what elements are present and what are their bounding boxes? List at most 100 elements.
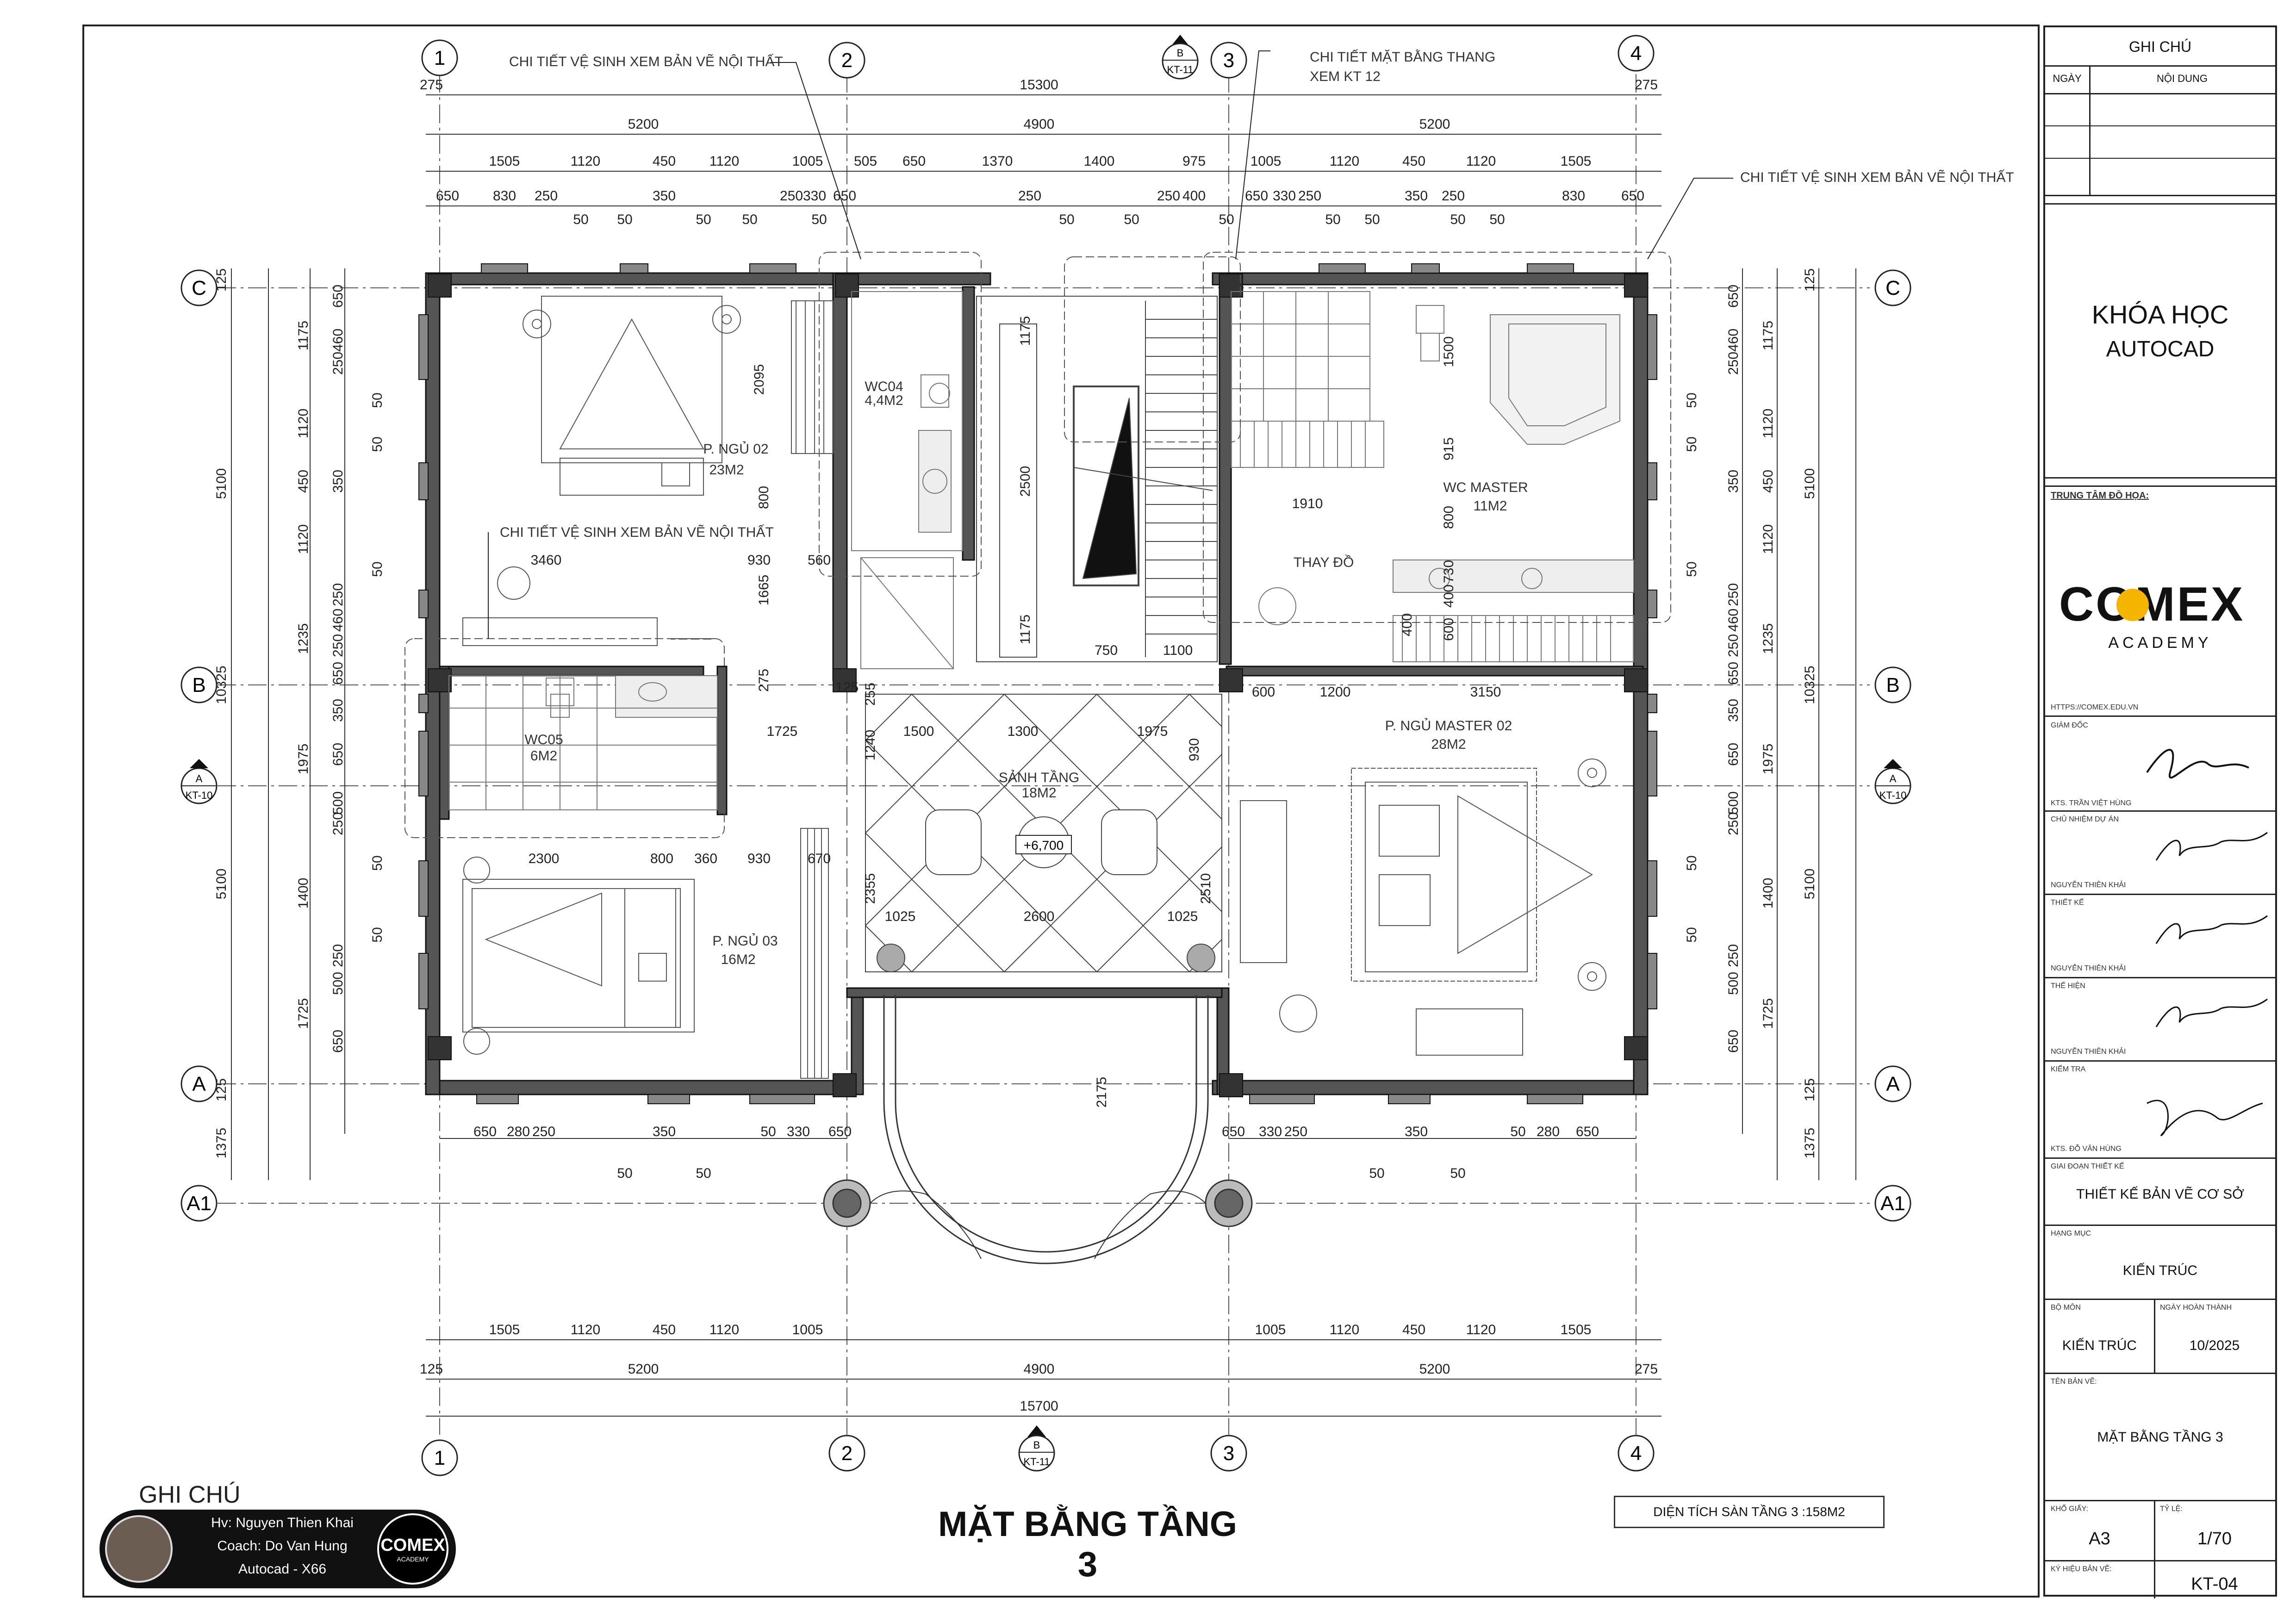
dimension-label: 50 [811,212,827,227]
axis-bubbles: 1 2 3 4 1 2 3 4 C B A A1 C B A A1 [180,35,1911,1476]
svg-text:2: 2 [841,1442,852,1465]
dimension-label: 1500 [1441,336,1456,367]
dimension-label: 505 [854,154,877,169]
dimension-label: 1005 [1251,154,1282,169]
dimension-label: 2500 [1018,466,1033,497]
dimension-label: 650 [1245,188,1268,204]
wc-master-fixtures [1231,291,1634,662]
svg-text:3: 3 [1223,1442,1234,1465]
dimension-label: 1665 [756,575,772,606]
stair [976,296,1218,662]
dimension-label: 915 [1441,437,1456,460]
dimension-label: 3150 [1470,684,1501,700]
svg-text:4: 4 [1630,42,1642,65]
dimension-label: 830 [1562,188,1585,204]
svg-text:2: 2 [841,49,852,72]
axis-bubble-2-bottom: 2 [828,1435,865,1472]
svg-text:KT-11: KT-11 [1023,1456,1050,1468]
svg-text:4: 4 [1630,1442,1642,1465]
dimension-label: 250 [1157,188,1180,204]
svg-text:WC04: WC04 [865,379,903,394]
dimension-label: 1100 [1163,643,1193,658]
dimension-label: 50 [573,212,588,227]
dimension-label: 930 [747,851,771,866]
student-card: Hv: Nguyen Thien Khai Coach: Do Van Hung… [100,1510,456,1588]
dimension-label: 500 [1726,972,1741,995]
dimension-label: 650 [902,154,926,169]
svg-text:125: 125 [420,1362,443,1377]
dimension-label: 930 [1187,738,1202,761]
check-section: KIỂM TRA KTS. ĐỖ VĂN HÙNG [2045,1062,2275,1159]
axis-bubble-1-bottom: 1 [421,1439,458,1476]
director-section: GIÁM ĐỐC KTS. TRẦN VIỆT HÙNG [2045,717,2275,812]
bed-room03 [462,828,829,1079]
comex-logo-small: COMEX ACADEMY [377,1513,448,1585]
avatar [105,1515,173,1583]
area-note: DIỆN TÍCH SÀN TẦNG 3 :158M2 [1614,1496,1885,1528]
svg-text:KT-11: KT-11 [1167,64,1193,75]
dims-top: 15300 275 275 5200 4900 5200 [420,77,1658,132]
svg-text:16M2: 16M2 [721,952,755,967]
date-label: NGÀY HOÀN THÀNH [2160,1304,2232,1312]
svg-text:B: B [1177,47,1184,59]
dimension-label: 10325 [1802,665,1817,704]
item-value: KIẾN TRÚC [2122,1263,2198,1278]
dimension-label: 250 [330,944,346,967]
notes-title: GHI CHÚ [2128,38,2192,55]
dimension-label: 50 [696,1166,711,1181]
dimension-label: 50 [742,212,757,227]
card-logo-text: COMEX [380,1536,445,1555]
dimension-label: 1025 [885,909,916,924]
bed-master [1240,759,1606,1056]
dimension-label: 50 [370,392,385,408]
section-mark-left: A KT-10 [180,759,218,804]
dimension-label: 250 [1726,944,1741,967]
dimension-label: 1175 [296,321,311,351]
dimension-label: 1120 [1761,409,1776,439]
check-label: KIỂM TRA [2051,1065,2086,1073]
dimension-label: 250 [532,1124,555,1139]
size-scale-section: KHỔ GIẤY: A3 TỶ LỆ: 1/70 [2045,1501,2275,1561]
dept-label: BỘ MÔN [2051,1304,2081,1312]
callouts: CHI TIẾT VỆ SINH XEM BẢN VẼ NỘI THẤT CHI… [500,49,2014,540]
dimension-label: 2300 [529,851,560,866]
dimension-label: 670 [808,851,831,866]
svg-text:CHI TIẾT MẶT BẰNG THANG: CHI TIẾT MẶT BẰNG THANG [1310,49,1495,65]
dimension-label: 650 [436,188,459,204]
axis-bubble-c-left: C [180,269,218,306]
dimension-label: 650 [1621,188,1644,204]
svg-text:P. NGỦ 03: P. NGỦ 03 [712,933,778,949]
comex-logo-sub: ACADEMY [2108,634,2212,652]
svg-text:THAY ĐỒ: THAY ĐỒ [1294,554,1354,570]
dimension-label: 250 [1284,1124,1307,1139]
pm-signature-icon [2155,832,2268,861]
dimension-label: 1235 [296,623,311,654]
notes-section: GHI CHÚ NGÀY NỘI DUNG [2045,27,2275,196]
svg-text:WC05: WC05 [524,732,563,747]
check-name: KTS. ĐỖ VĂN HÙNG [2051,1145,2122,1153]
axis-bubble-2-top: 2 [828,42,865,79]
dimension-label: 1120 [571,154,601,169]
level-mark: +6,700 [1015,835,1072,854]
dimension-label: 1120 [571,1322,601,1337]
dimension-label: 1120 [1761,524,1776,554]
dimension-label: 650 [330,1030,346,1053]
draft-signature-icon [2155,998,2268,1027]
dimension-label: 50 [1450,212,1465,227]
svg-text:275: 275 [1635,1362,1658,1377]
dimension-label: 1120 [296,409,311,439]
dimension-label: 650 [833,188,856,204]
design-signature-icon [2155,915,2268,944]
sheetname-value: MẶT BẰNG TẦNG 3 [2097,1430,2223,1445]
dimension-label: 1975 [1761,744,1776,775]
dimension-label: 1375 [214,1128,229,1159]
dimension-label: 1400 [296,878,311,909]
dimension-label: 2510 [1198,873,1213,904]
design-section: THIẾT KẾ NGUYỄN THIÊN KHẢI [2045,895,2275,978]
dimension-label: 450 [1402,154,1425,169]
dimension-label: 125 [835,680,859,695]
svg-text:4900: 4900 [1024,1362,1055,1377]
code-section: KÝ HIỆU BẢN VẼ: KT-04 [2045,1561,2275,1598]
